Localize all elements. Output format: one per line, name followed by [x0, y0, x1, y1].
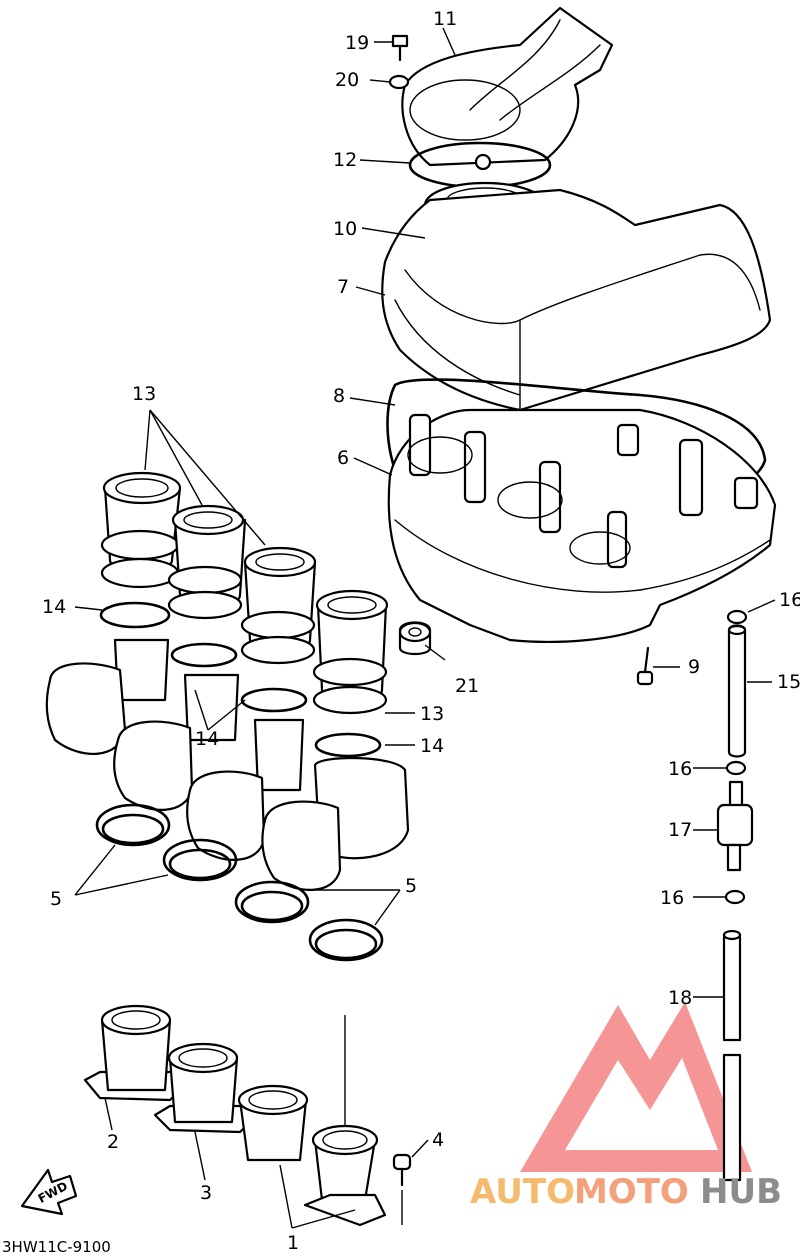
- breather-hose-18: [722, 929, 742, 1182]
- clamp-5: [95, 803, 384, 962]
- callout-14: 14: [195, 728, 219, 750]
- air-cleaner-cover: [401, 6, 614, 171]
- callout-16: 16: [660, 887, 684, 909]
- callout-5: 5: [405, 875, 417, 897]
- funnel-13: [312, 589, 389, 715]
- hose-joint-17: [716, 780, 754, 872]
- automotohub-logo: [520, 1002, 752, 1172]
- callout-6: 6: [337, 447, 349, 469]
- funnel-13: [240, 546, 317, 665]
- bolt-9: [636, 646, 654, 686]
- screw-4: [392, 1153, 412, 1187]
- callout-20: 20: [335, 69, 359, 91]
- automotohub-watermark: AUTO MOTO HUB: [470, 1172, 782, 1212]
- funnel-13: [167, 504, 247, 620]
- callout-19: 19: [345, 32, 369, 54]
- funnel-13: [100, 471, 182, 589]
- callout-1: 1: [287, 1232, 299, 1254]
- callout-13: 13: [132, 383, 156, 405]
- washer-20: [388, 74, 410, 90]
- hose-clip-16: [724, 609, 748, 905]
- air-cleaner-upper-case: [381, 188, 772, 412]
- callout-2: 2: [107, 1131, 119, 1153]
- watermark-auto: AUTO: [470, 1172, 575, 1212]
- callout-13: 13: [420, 703, 444, 725]
- callout-16: 16: [779, 589, 800, 611]
- forward-arrow-icon: FWD: [20, 1168, 78, 1216]
- callout-14: 14: [420, 735, 444, 757]
- watermark-hub: HUB: [700, 1172, 782, 1212]
- screw-19: [391, 34, 409, 62]
- callout-15: 15: [777, 671, 800, 693]
- callout-5: 5: [50, 888, 62, 910]
- carburetor-joint: [83, 1004, 387, 1227]
- drain-hose-15: [727, 624, 747, 758]
- callout-14: 14: [42, 596, 66, 618]
- air-cleaner-lower-case: [387, 408, 777, 643]
- leader-lines: [74, 27, 776, 1229]
- callout-11: 11: [433, 8, 457, 30]
- callout-labels: 11 19 20 12 10 7 8 6 13 14 14 13 14 21 5…: [42, 8, 800, 1254]
- callout-21: 21: [455, 675, 479, 697]
- watermark-moto: MOTO: [574, 1172, 689, 1212]
- callout-17: 17: [668, 819, 692, 841]
- callout-12: 12: [333, 149, 357, 171]
- callout-8: 8: [333, 385, 345, 407]
- grommet-21: [398, 621, 432, 656]
- callout-10: 10: [333, 218, 357, 240]
- callout-3: 3: [200, 1182, 212, 1204]
- callout-16: 16: [668, 758, 692, 780]
- callout-18: 18: [668, 987, 692, 1009]
- funnel-carb-assembly: [45, 471, 410, 891]
- callout-9: 9: [688, 656, 700, 678]
- diagram-code: 3HW11C-9100: [2, 1238, 111, 1256]
- callout-4: 4: [432, 1129, 444, 1151]
- callout-7: 7: [337, 276, 349, 298]
